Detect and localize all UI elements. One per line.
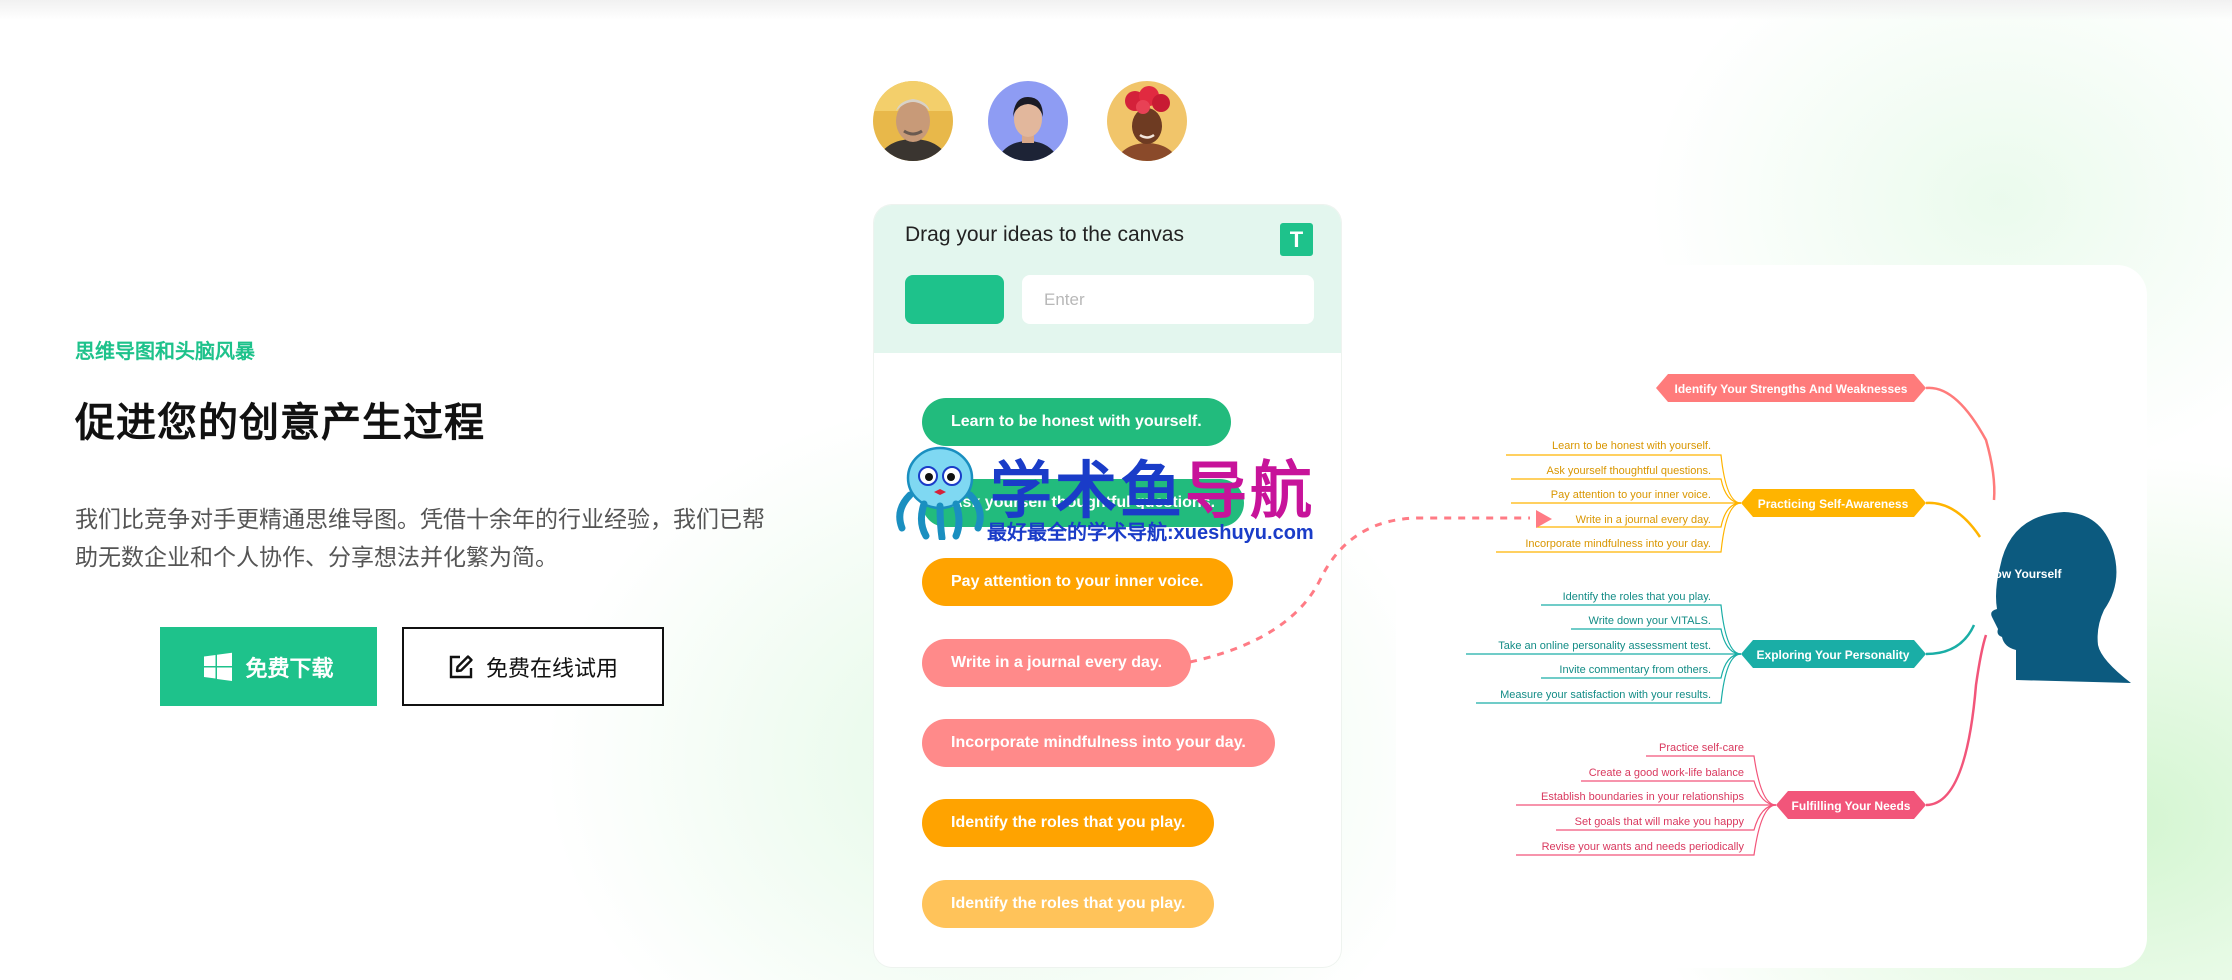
branch-label: Identify Your Strengths And Weaknesses	[1675, 382, 1908, 396]
free-online-trial-label: 免费在线试用	[485, 655, 618, 681]
leaf-label: Pay attention to your inner voice.	[1551, 489, 1711, 501]
leaf-label: Revise your wants and needs periodically	[1542, 841, 1745, 853]
idea-pill[interactable]: Write in a journal every day.	[922, 639, 1192, 687]
add-idea-button[interactable]	[905, 275, 1004, 324]
leaf-label: Set goals that will make you happy	[1575, 816, 1745, 828]
octopus-icon	[896, 446, 984, 540]
branch-node[interactable]	[1741, 489, 1926, 517]
watermark-title-a: 学术鱼	[990, 457, 1186, 526]
free-online-trial-button[interactable]: 免费在线试用	[402, 627, 664, 706]
branch-label: Exploring Your Personality	[1757, 648, 1910, 662]
top-shadow	[0, 0, 2232, 20]
idea-pill[interactable]: Learn to be honest with yourself.	[922, 398, 1231, 446]
branch-node[interactable]	[1656, 374, 1926, 402]
branch-label: Practicing Self-Awareness	[1758, 497, 1909, 511]
branch-node[interactable]	[1776, 791, 1926, 819]
center-node-label: Know Yourself	[1979, 567, 2063, 581]
watermark-title-b: 导航	[1185, 457, 1316, 526]
leaf-label: Invite commentary from others.	[1559, 664, 1711, 676]
windows-logo-icon	[203, 652, 233, 682]
leaf-label: Measure your satisfaction with your resu…	[1500, 689, 1711, 701]
idea-panel-title: Drag your ideas to the canvas	[905, 223, 1184, 246]
branch-node[interactable]	[1741, 640, 1926, 668]
branch-label: Fulfilling Your Needs	[1792, 799, 1911, 813]
eyebrow-label: 思维导图和头脑风暴	[75, 341, 255, 363]
leaf-label: Identify the roles that you play.	[1563, 591, 1711, 603]
leaf-label: Write down your VITALS.	[1589, 615, 1711, 627]
leaf-label: Write in a journal every day.	[1576, 514, 1711, 526]
avatar	[988, 81, 1068, 161]
leaf-label: Establish boundaries in your relationshi…	[1541, 791, 1745, 803]
leaf-label: Take an online personality assessment te…	[1498, 640, 1711, 652]
idea-pill[interactable]: Incorporate mindfulness into your day.	[922, 719, 1275, 767]
idea-drag-panel: Drag your ideas to the canvas T Learn to…	[874, 205, 1341, 967]
idea-input[interactable]	[1022, 275, 1314, 324]
idea-pill[interactable]: Pay attention to your inner voice.	[922, 558, 1233, 606]
idea-panel-header: Drag your ideas to the canvas T	[874, 205, 1341, 353]
watermark: 学术鱼导航 最好最全的学术导航:xueshuyu.com	[890, 440, 1350, 550]
idea-pill[interactable]: Identify the roles that you play.	[922, 880, 1215, 928]
free-download-label: 免费下载	[245, 655, 334, 681]
leaf-label: Practice self-care	[1659, 742, 1744, 754]
idea-pill[interactable]: Identify the roles that you play.	[922, 799, 1215, 847]
head-silhouette-icon	[1991, 512, 2131, 683]
watermark-subtitle: 最好最全的学术导航:xueshuyu.com	[987, 522, 1314, 544]
leaf-label: Ask yourself thoughtful questions.	[1547, 465, 1711, 477]
watermark-title: 学术鱼导航	[990, 440, 1315, 530]
avatar	[1107, 81, 1187, 161]
leaf-label: Incorporate mindfulness into your day.	[1525, 538, 1711, 550]
leaf-label: Create a good work-life balance	[1589, 767, 1744, 779]
text-tool-icon[interactable]: T	[1280, 223, 1313, 256]
edit-icon	[448, 654, 474, 680]
avatar	[873, 81, 953, 161]
free-download-button[interactable]: 免费下载	[160, 627, 377, 706]
mindmap-canvas: Identify Your Strengths And Weaknesses P…	[1396, 265, 2147, 968]
hero-description: 我们比竞争对手更精通思维导图。凭借十余年的行业经验，我们已帮助无数企业和个人协作…	[75, 506, 765, 570]
leaf-label: Learn to be honest with yourself.	[1552, 440, 1711, 452]
page-title: 促进您的创意产生过程	[75, 401, 485, 445]
